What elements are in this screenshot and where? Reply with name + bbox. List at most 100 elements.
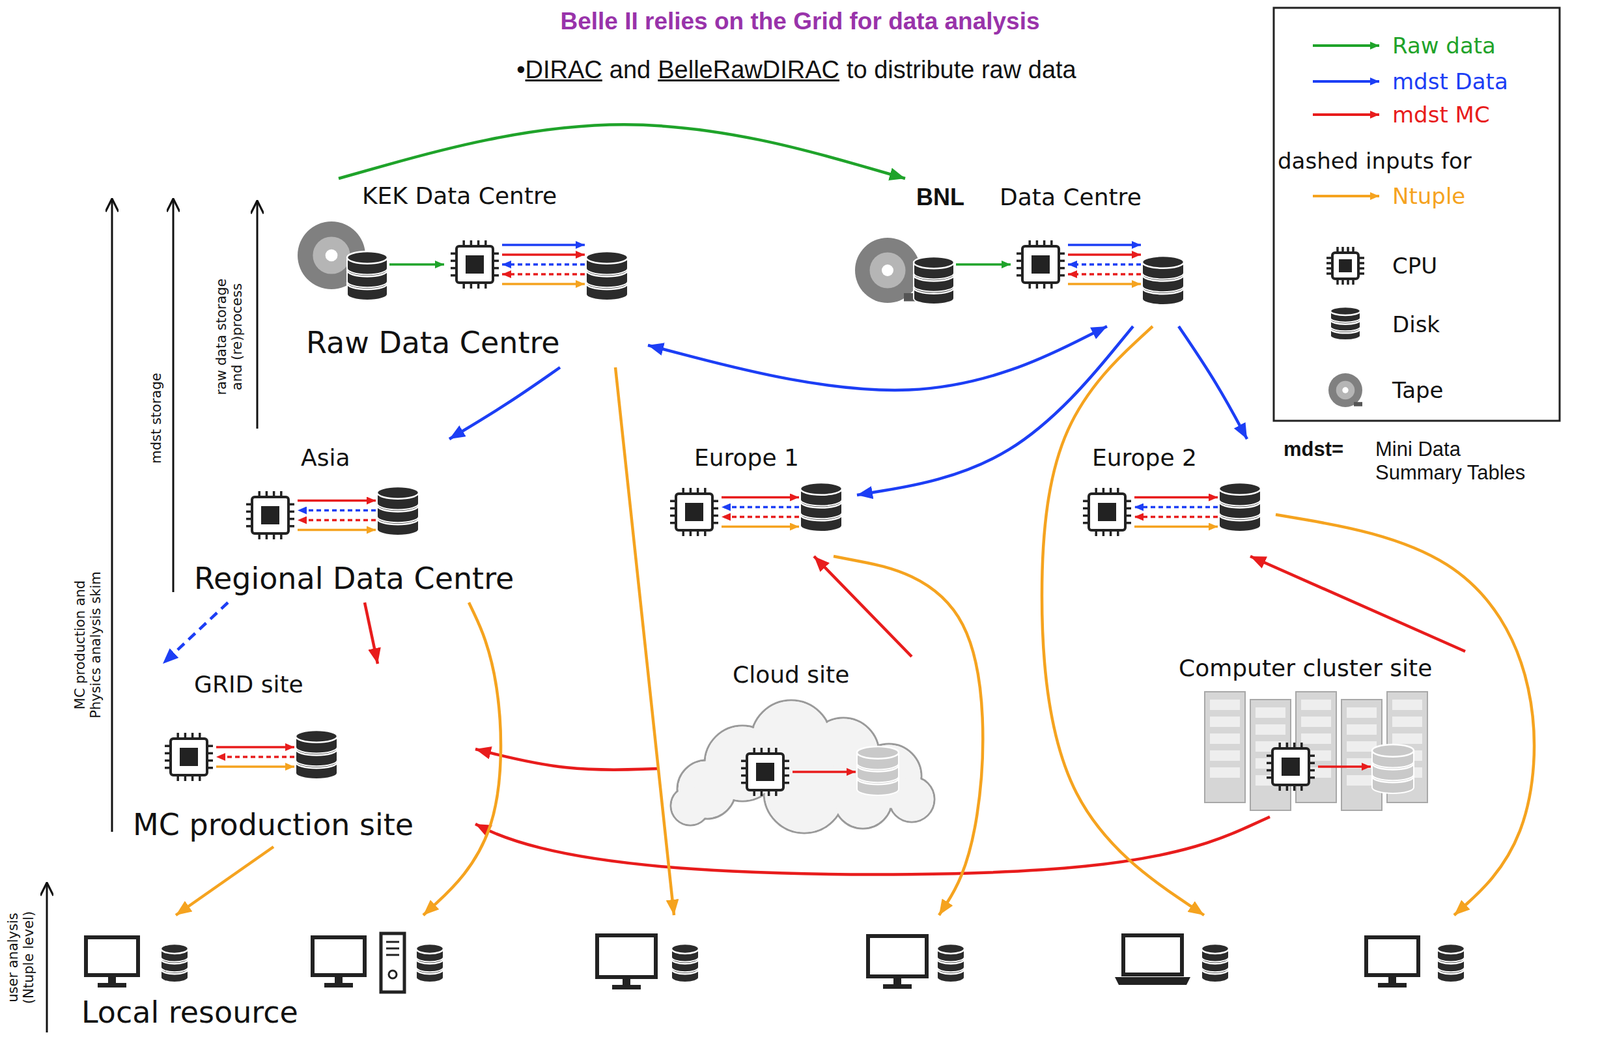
drawing-part (586, 251, 628, 264)
flow-arrow (1067, 243, 1141, 247)
drawing-part (261, 505, 280, 525)
site-label: MC production site (132, 807, 414, 843)
drawing-part (1114, 976, 1191, 985)
drawing-part (1301, 699, 1332, 710)
drawing-part (325, 249, 338, 262)
drawing-part (386, 940, 400, 943)
drawing-part (1437, 943, 1465, 954)
swatch-arrow (1312, 44, 1380, 47)
disk-icon (1372, 744, 1414, 794)
data-flow-arrow (423, 602, 501, 915)
drawing-part (386, 947, 400, 950)
drawing-part (465, 255, 484, 274)
tape-icon (855, 237, 921, 303)
drawing-part (334, 974, 343, 984)
disk-icon (416, 943, 444, 983)
flow-arrow (216, 745, 295, 749)
legend-swatch (1308, 26, 1385, 66)
site-label: Europe 1 (694, 444, 800, 471)
legend-text: CPU (1392, 252, 1438, 279)
axis-label: raw data storage and (re)process (213, 271, 245, 402)
data-flow-arrow (475, 816, 1270, 874)
flow-arrow (721, 515, 800, 519)
site-group: KEK Data CentreRaw Data Centre (295, 178, 648, 368)
flow-arrow (1318, 765, 1371, 768)
disk-icon (1437, 943, 1465, 983)
site-group: Europe 1 (653, 438, 857, 557)
flow-arrow (1067, 253, 1141, 256)
legend-swatch (1308, 176, 1385, 216)
cpu-icon (1016, 240, 1065, 289)
axis-label: MC production and Physics analysis skim (72, 560, 104, 730)
flow-arrow (502, 272, 585, 276)
disk-icon (1201, 943, 1229, 983)
disk-icon (671, 943, 699, 983)
cloud-shape (670, 700, 935, 833)
flow-arrow (297, 528, 376, 532)
swatch-arrow (1312, 113, 1380, 116)
axis-label: user analysis (Ntuple level) (5, 901, 37, 1013)
drawing-part (868, 935, 927, 977)
drawing-part (1088, 493, 1126, 531)
drawing-part (597, 935, 656, 977)
drawing-part (85, 937, 139, 975)
link-text: DIRAC (525, 56, 603, 85)
data-flow-arrow (1275, 514, 1535, 915)
disk-icon (377, 486, 419, 536)
legend-item: mdst Data (1308, 61, 1509, 101)
cpu-icon (741, 747, 790, 796)
drawing-part (675, 493, 713, 531)
drawing-part (347, 251, 388, 264)
legend-swatch (1308, 61, 1385, 101)
legend-frame (1273, 7, 1560, 421)
disk-icon (800, 482, 843, 532)
drawing-part (324, 982, 353, 988)
drawing-part (97, 982, 127, 988)
drawing-part (856, 746, 899, 759)
site-group: Computer cluster site (1168, 651, 1505, 817)
drawing-part (1201, 943, 1229, 954)
data-flow-arrow (1041, 326, 1205, 915)
resource-band: Local resource (78, 914, 1505, 1035)
drawing-part (1123, 935, 1182, 975)
drawing-part (893, 976, 902, 986)
swatch-arrow (1312, 80, 1380, 83)
cpu-icon (1082, 487, 1132, 536)
disk-icon (160, 943, 189, 983)
drawing-part (1209, 699, 1240, 710)
flow-arrow (721, 525, 800, 529)
flow-arrow (721, 505, 800, 509)
drawing-part (1097, 502, 1117, 521)
legend-item: Tape (1308, 370, 1444, 410)
flow-arrow (502, 263, 585, 266)
data-flow-arrow (647, 326, 1108, 391)
drawing-part (252, 496, 289, 534)
disk-icon (1219, 482, 1261, 532)
drawing-part (913, 256, 955, 269)
drawing-part (800, 482, 843, 495)
disk-icon (913, 256, 955, 305)
data-flow-arrow (1250, 556, 1466, 652)
data-flow-arrow (449, 367, 561, 439)
cpu-icon (246, 491, 295, 540)
tower-icon (380, 933, 405, 992)
axis-arrow (111, 198, 114, 832)
subtitle-text: and (609, 56, 651, 85)
drawing-part (1022, 246, 1059, 283)
legend-symbol (1308, 246, 1385, 286)
flow-arrow (502, 282, 585, 286)
monitor-icon (85, 937, 139, 988)
disk-icon (1330, 306, 1361, 340)
drawing-part (312, 236, 350, 274)
drawing-part (612, 984, 641, 990)
server-racks (1204, 691, 1428, 811)
drawing-part (1209, 733, 1240, 744)
drawing-part (1346, 724, 1377, 735)
site-label: Cloud site (732, 660, 850, 688)
abbreviation-meaning: Mini Data Summary Tables (1375, 437, 1539, 484)
drawing-part (1209, 767, 1240, 778)
site-label: BNL (916, 183, 965, 211)
flow-arrow (1067, 272, 1141, 276)
disk-icon (856, 746, 899, 796)
legend-text: Raw data (1392, 32, 1496, 59)
